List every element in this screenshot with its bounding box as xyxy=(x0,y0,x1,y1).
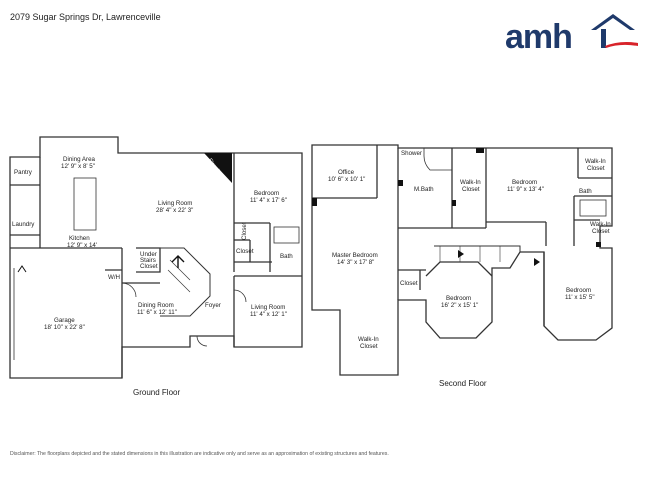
room-laundry: Laundry xyxy=(12,221,35,228)
room-under-stairs-2: Stairs xyxy=(140,257,156,264)
second-floor-label: Second Floor xyxy=(439,379,487,388)
room-living-room-2-dim: 11' 4" x 12' 1" xyxy=(250,311,287,318)
room-closet-2: Closet xyxy=(236,248,254,255)
room-dining-area-dim: 12' 9" x 8' 5" xyxy=(61,163,95,170)
room-bedroom-c-dim: 11' x 15' 5" xyxy=(565,294,595,301)
room-closet-1: Closet xyxy=(241,222,248,240)
room-dining-area: Dining Area xyxy=(63,156,96,163)
room-walkin-1a: Walk-In xyxy=(460,179,481,186)
room-dining-room-dim: 11' 6" x 12' 11" xyxy=(137,309,177,316)
room-wh: W/H xyxy=(108,274,120,281)
room-foyer: Foyer xyxy=(205,302,221,309)
room-living-room: Living Room xyxy=(158,200,192,207)
room-bath-second: Bath xyxy=(579,188,592,195)
ground-floor-label: Ground Floor xyxy=(133,388,181,397)
room-bath: Bath xyxy=(280,253,293,260)
room-bedroom-a: Bedroom xyxy=(512,179,537,186)
room-bedroom-c: Bedroom xyxy=(566,287,591,294)
room-closet-second: Closet xyxy=(400,280,418,287)
room-bedroom-a-dim: 11' 9" x 13' 4" xyxy=(507,186,544,193)
room-office-dim: 10' 6" x 10' 1" xyxy=(328,176,365,183)
room-garage: Garage xyxy=(54,317,75,324)
room-living-room-2: Living Room xyxy=(251,304,285,311)
property-address: 2079 Sugar Springs Dr, Lawrenceville xyxy=(10,12,161,22)
room-bedroom: Bedroom xyxy=(254,190,279,197)
room-kitchen-dim: 12' 9" x 14' xyxy=(67,242,97,249)
room-master-bedroom: Master Bedroom xyxy=(332,252,378,259)
room-dining-room: Dining Room xyxy=(138,302,174,309)
room-walkin-4a: Walk-In xyxy=(358,336,379,343)
room-shower: Shower xyxy=(401,150,422,157)
disclaimer: Disclaimer: The floorplans depicted and … xyxy=(10,450,640,458)
amh-logo-graphic: amh xyxy=(505,14,638,52)
room-under-stairs-3: Closet xyxy=(140,263,158,270)
room-pantry: Pantry xyxy=(14,169,33,176)
room-bedroom-dim: 11' 4" x 17' 6" xyxy=(250,197,287,204)
room-garage-dim: 18' 10" x 22' 8" xyxy=(44,324,85,331)
room-living-room-dim: 28' 4" x 22' 3" xyxy=(156,207,193,214)
room-under-stairs-1: Under xyxy=(140,251,157,258)
svg-text:amh: amh xyxy=(505,18,572,52)
room-walkin-3b: Closet xyxy=(592,228,610,235)
room-bedroom-b-dim: 16' 2" x 15' 1" xyxy=(441,302,478,309)
room-bedroom-b: Bedroom xyxy=(446,295,471,302)
room-walkin-2a: Walk-In xyxy=(585,158,606,165)
room-walkin-1b: Closet xyxy=(462,186,480,193)
disclaimer-text: Disclaimer: The floorplans depicted and … xyxy=(10,451,389,457)
room-office: Office xyxy=(338,169,355,176)
room-walkin-3a: Walk-In xyxy=(590,221,611,228)
room-walkin-4b: Closet xyxy=(360,343,378,350)
room-walkin-2b: Closet xyxy=(587,165,605,172)
amh-logo: amh xyxy=(505,10,640,52)
room-kitchen: Kitchen xyxy=(69,235,90,242)
room-mbath: M.Bath xyxy=(414,186,434,193)
room-master-bedroom-dim: 14' 3" x 17' 8" xyxy=(337,259,374,266)
